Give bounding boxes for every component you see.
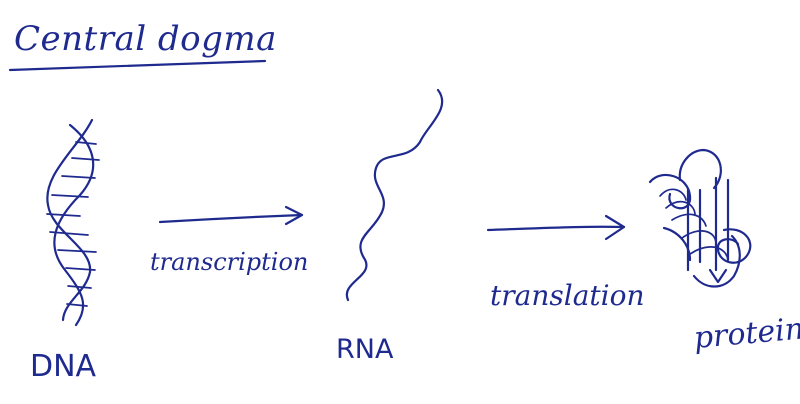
dna-label: DNA [30,352,96,382]
diagram-title: Central dogma [14,22,277,56]
dna-helix [47,120,99,325]
transcription-arrow [160,207,302,224]
title-underline [10,61,265,70]
protein-label: protein [693,314,800,354]
translation-label: translation [490,282,644,310]
protein-structure [650,150,750,287]
transcription-label: transcription [150,250,308,274]
translation-arrow [488,216,624,239]
rna-strand [347,90,442,300]
rna-label: RNA [336,336,393,363]
